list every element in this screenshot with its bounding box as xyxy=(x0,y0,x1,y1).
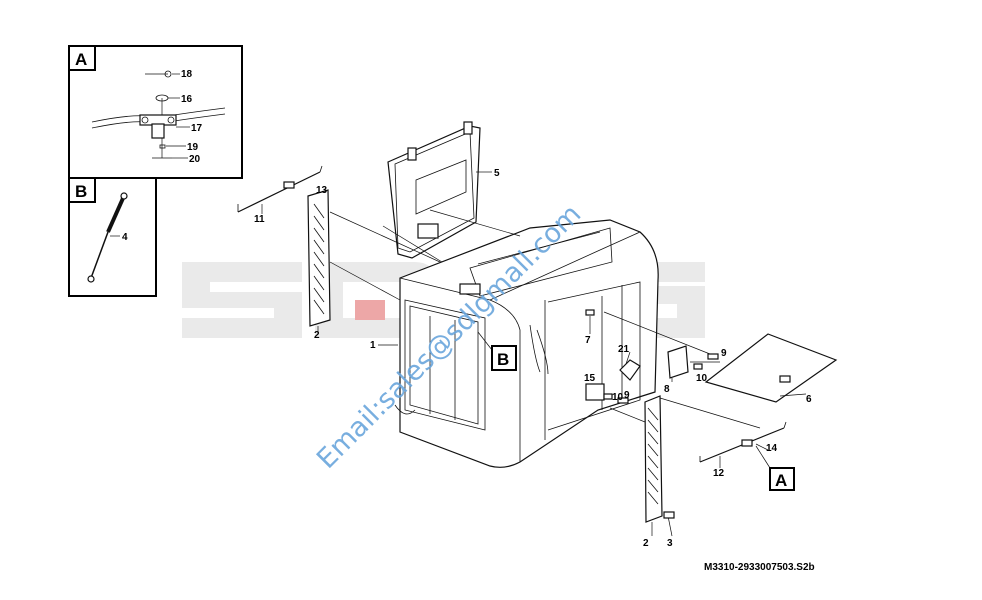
floor-plate xyxy=(603,311,838,403)
callout-1: 1 xyxy=(370,340,376,351)
cab-frame xyxy=(394,219,659,468)
callout-16: 16 xyxy=(181,94,193,105)
callout-11: 11 xyxy=(254,214,265,225)
callout-15: 15 xyxy=(584,373,596,384)
callout-5: 5 xyxy=(494,168,500,179)
fasteners xyxy=(585,309,720,404)
detail-b-box xyxy=(68,177,157,297)
detail-a-letter: A xyxy=(75,50,87,69)
flag-a-letter: A xyxy=(775,471,787,490)
callout-9-upper: 9 xyxy=(721,348,727,359)
callout-2-left: 2 xyxy=(314,330,320,341)
right-rod xyxy=(699,421,787,468)
callout-10-lower: 10 xyxy=(612,392,624,403)
callout-18: 18 xyxy=(181,69,193,80)
callout-20: 20 xyxy=(189,154,201,165)
left-rod xyxy=(237,165,323,214)
callout-14: 14 xyxy=(766,443,778,454)
callout-10-upper: 10 xyxy=(696,373,708,384)
detail-b-letter: B xyxy=(75,182,87,201)
callout-6: 6 xyxy=(806,394,812,405)
drawing-reference: M3310-2933007503.S2b xyxy=(704,562,815,573)
flag-a-box xyxy=(769,467,795,491)
roof-hatch xyxy=(382,121,521,263)
callout-8: 8 xyxy=(664,384,670,395)
callout-19: 19 xyxy=(187,142,199,153)
callout-21: 21 xyxy=(618,344,630,355)
callout-17: 17 xyxy=(191,123,203,134)
callout-12: 12 xyxy=(713,468,725,479)
callout-9-lower: 9 xyxy=(624,390,630,401)
bracket-plate xyxy=(667,345,689,382)
left-grille xyxy=(307,189,441,332)
callout-13: 13 xyxy=(316,185,328,196)
flag-b-letter: B xyxy=(497,350,509,369)
detail-a-box xyxy=(68,45,243,179)
callout-3: 3 xyxy=(667,538,673,549)
callout-7: 7 xyxy=(585,335,591,346)
callout-2-right: 2 xyxy=(643,538,649,549)
flag-b-box xyxy=(491,345,517,371)
right-grille xyxy=(609,395,761,537)
callout-4: 4 xyxy=(122,232,128,243)
